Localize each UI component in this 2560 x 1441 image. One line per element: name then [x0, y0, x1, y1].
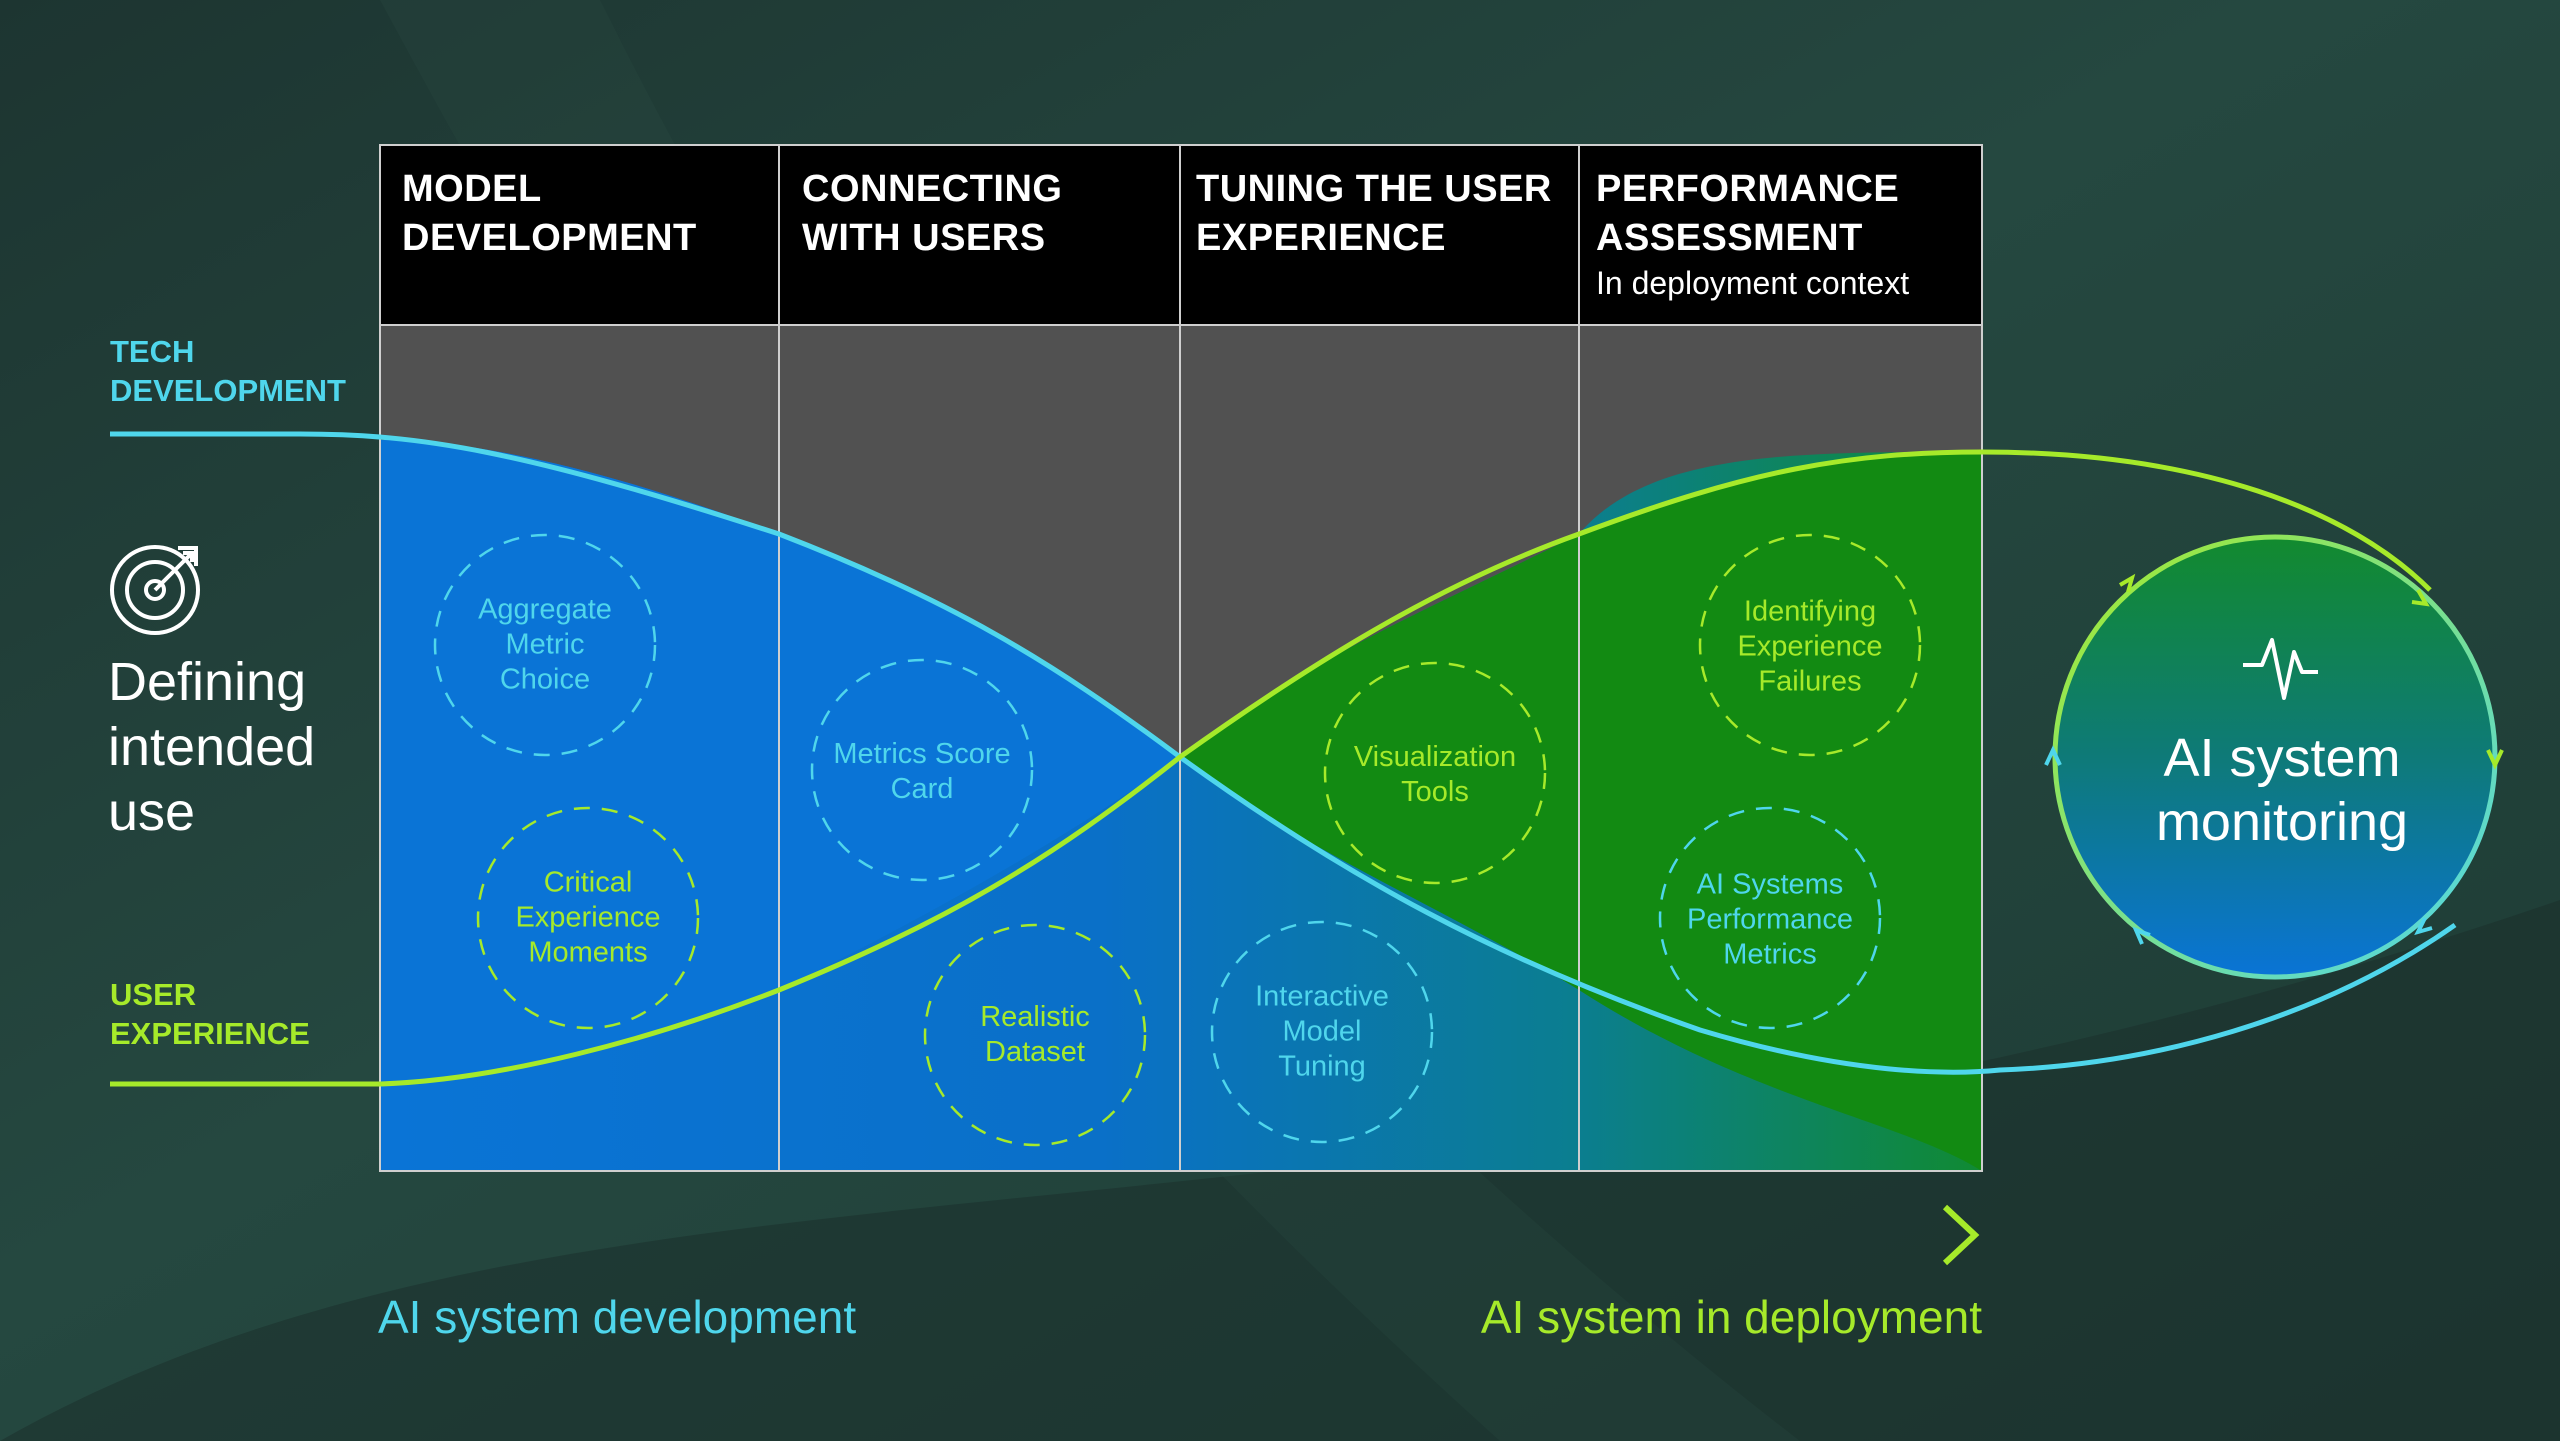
bubble-interactive-model-tuning: Interactive Model Tuning	[1255, 980, 1389, 1083]
phase-title-model-development: MODEL DEVELOPMENT	[402, 168, 697, 259]
bubble-metrics-score-card: Metrics Score Card	[833, 738, 1011, 805]
bubble-critical-experience-moments: Critical Experience Moments	[515, 866, 661, 969]
heartbeat-icon	[2243, 638, 2318, 700]
bubble-ring-identifying	[1698, 533, 1922, 757]
defining-intended-use-label: Defining intended use	[108, 652, 316, 842]
bubble-ring-performance	[1658, 806, 1882, 1030]
bubble-visualization-tools: Visualization Tools	[1353, 741, 1517, 808]
user-curve	[110, 449, 2432, 1087]
grid-lines	[379, 144, 1983, 1172]
bubble-ring-metrics	[810, 658, 1034, 882]
ai-system-monitoring-label: AI system monitoring	[2155, 728, 2409, 852]
tech-curve	[110, 431, 2457, 1075]
tech-development-label: TECH DEVELOPMENT	[110, 334, 346, 408]
bubble-ai-systems-performance-metrics: AI Systems Performance Metrics	[1686, 868, 1854, 971]
progress-arrowhead	[1942, 1204, 1980, 1266]
bubble-ring-visualization	[1323, 661, 1547, 885]
bubble-ring-aggregate	[433, 533, 657, 757]
phase-subtitle-deployment-context: In deployment context	[1596, 265, 1910, 301]
ai-system-in-deployment-label: AI system in deployment	[1480, 1291, 1982, 1343]
bubble-ring-critical	[476, 806, 700, 1030]
bubble-ring-realistic	[923, 923, 1147, 1147]
user-green-region	[1180, 452, 1982, 1171]
bubble-ring-interactive	[1210, 920, 1434, 1144]
bubble-realistic-dataset: Realistic Dataset	[980, 1001, 1090, 1068]
bubble-identifying-experience-failures: Identifying Experience Failures	[1737, 595, 1883, 698]
user-experience-label: USER EXPERIENCE	[110, 977, 310, 1051]
bubble-aggregate-metric-choice: Aggregate Metric Choice	[478, 593, 612, 696]
ai-system-development-label: AI system development	[378, 1291, 857, 1343]
phase-title-connecting-with-users: CONNECTING WITH USERS	[802, 168, 1063, 259]
cycle-arrows	[2044, 573, 2504, 945]
phase-title-tuning-user-experience: TUNING THE USER EXPERIENCE	[1196, 168, 1552, 259]
phase-title-performance-assessment: PERFORMANCE ASSESSMENT	[1596, 168, 1900, 259]
target-icon	[110, 545, 200, 635]
